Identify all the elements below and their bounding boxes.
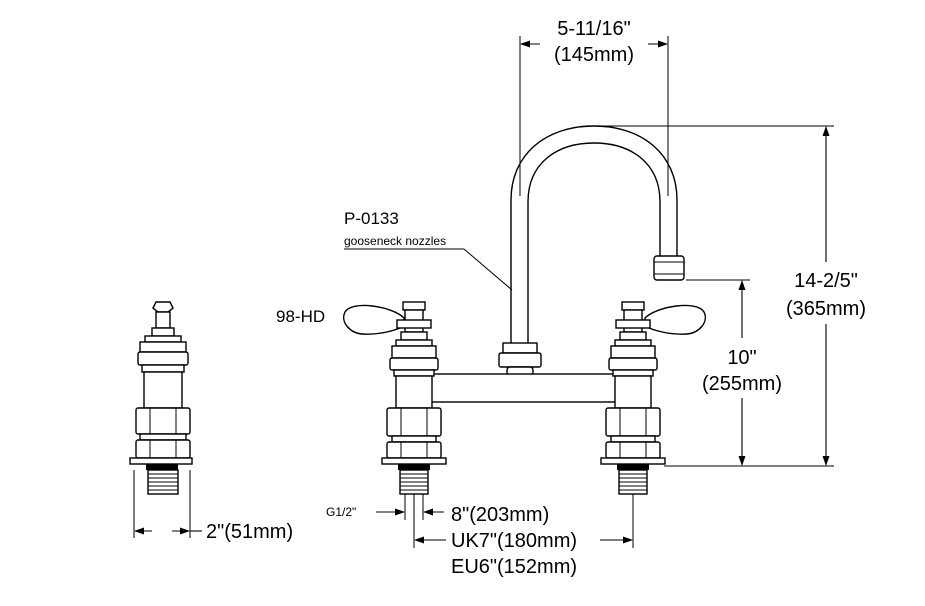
part-description-label: gooseneck nozzles (344, 234, 446, 248)
part-number-label: P-0133 (344, 209, 399, 228)
bridge-pipe (427, 373, 623, 403)
handle-model-label: 98-HD (276, 307, 325, 326)
total-height-mm-label: (365mm) (786, 298, 866, 320)
total-height-dimension (596, 125, 834, 467)
spout-height-mm-label: (255mm) (702, 373, 782, 395)
thread-hatching (148, 473, 178, 491)
gooseneck-spout (498, 125, 685, 376)
left-valve (343, 301, 447, 495)
part-callout-leader (344, 248, 513, 291)
spout-height-dimension (686, 279, 750, 466)
spout-width-mm-label: (145mm) (554, 44, 634, 66)
thread-size-dimension (376, 494, 444, 520)
center-spacing-dimension (413, 494, 634, 548)
spout-width-dimension (519, 36, 669, 196)
valve-width-dimension (133, 470, 202, 538)
thread-size-label: G1/2" (326, 505, 356, 519)
center-uk-label: UK7"(180mm) (451, 530, 577, 552)
center-eu-label: EU6"(152mm) (451, 556, 577, 578)
spout-height-inch-label: 10" (727, 347, 756, 369)
side-valve-view (129, 301, 193, 495)
valve-width-label: 2"(51mm) (206, 521, 293, 543)
spout-width-inch-label: 5-11/16" (557, 18, 630, 40)
total-height-inch-label: 14-2/5" (794, 270, 858, 292)
right-valve (600, 301, 706, 495)
center-us-label: 8"(203mm) (451, 504, 549, 526)
